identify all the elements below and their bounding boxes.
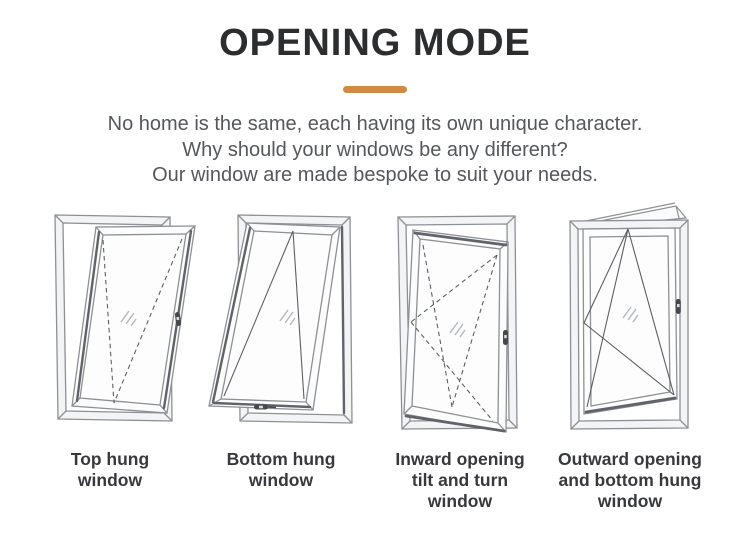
title-divider [343, 86, 407, 93]
opening-direction-lines [223, 230, 305, 400]
sash-accent-edges [404, 231, 508, 433]
window-figure-inward-tilt-turn [376, 195, 536, 435]
glass-reflection-marks [449, 321, 466, 338]
window-caption-bottom-hung: Bottom hung window [194, 449, 368, 491]
window-handle [675, 299, 681, 314]
window-caption-top-hung: Top hung window [28, 449, 192, 491]
opening-direction-lines [583, 228, 675, 408]
inward-tilt-turn-window-illustration [397, 215, 518, 433]
caption-line: window [427, 491, 493, 511]
caption-line: window [248, 470, 314, 490]
top-hung-window-illustration [54, 214, 196, 422]
intro-paragraph: No home is the same, each having its own… [0, 112, 750, 189]
window-handle [174, 312, 182, 326]
page-title: OPENING MODE [219, 22, 531, 64]
caption-line: window [597, 491, 663, 511]
intro-line: Why should your windows be any different… [182, 138, 568, 161]
bottom-hung-window-illustration [208, 214, 353, 424]
sash-accent-edges [584, 396, 677, 414]
window-handle [254, 404, 277, 410]
glass-reflection-marks [622, 306, 639, 323]
caption-line: window [77, 470, 143, 490]
window-caption-inward-tilt-turn: Inward opening tilt and turn window [370, 449, 550, 512]
caption-line: Bottom hung [226, 449, 336, 469]
frame-accent-edge [340, 225, 346, 415]
caption-line: Top hung [70, 449, 150, 469]
window-caption-outward-bottom-hung: Outward opening and bottom hung window [534, 449, 726, 512]
caption-line: Inward opening [395, 449, 525, 469]
window-figure-top-hung [36, 195, 196, 435]
intro-line: No home is the same, each having its own… [107, 113, 643, 135]
window-figure-bottom-hung [200, 195, 360, 435]
window-figure-outward-bottom-hung [548, 195, 708, 435]
glass-reflection-marks [279, 309, 296, 326]
window-handle [503, 330, 508, 345]
opening-direction-lines [102, 238, 183, 404]
intro-line: Our window are made bespoke to suit your… [152, 164, 598, 186]
window-sash [403, 229, 509, 433]
caption-line: tilt and turn [411, 470, 509, 490]
opening-direction-lines [410, 244, 498, 422]
glass-reflection-marks [120, 310, 137, 327]
caption-line: Outward opening [558, 449, 702, 469]
outward-bottom-hung-window-illustration [569, 202, 689, 430]
caption-line: and bottom hung [558, 470, 702, 490]
